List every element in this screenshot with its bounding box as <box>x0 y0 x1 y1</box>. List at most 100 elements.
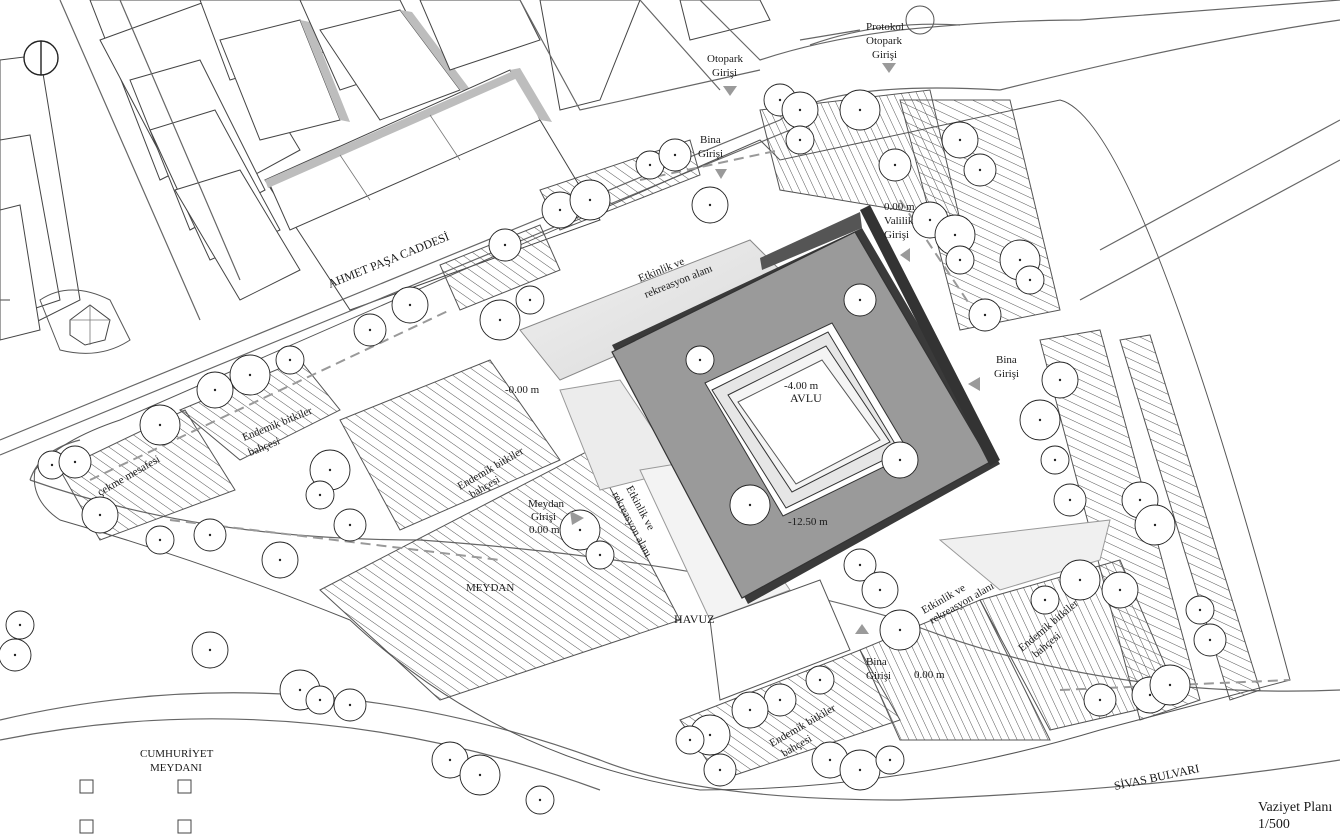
bina-right-label-1: Bina <box>996 354 1017 366</box>
arrow-valilik <box>900 248 910 262</box>
tree-center <box>673 153 677 157</box>
bina-top-label-2: Girişi <box>698 148 723 160</box>
square-entrance-3: 0.00 m <box>529 524 560 536</box>
tree-center <box>298 688 302 692</box>
trees <box>0 83 1227 815</box>
tree-center <box>1198 608 1202 612</box>
site-boundary <box>33 99 1291 791</box>
tree-center <box>1028 278 1032 282</box>
tree-center <box>688 738 692 742</box>
tree-center <box>18 623 22 627</box>
tree-center <box>798 108 802 112</box>
tree-center <box>708 733 712 737</box>
square-entrance-1: Meydan <box>528 498 565 510</box>
tree-center <box>953 233 957 237</box>
tree-center <box>348 703 352 707</box>
arrow-otopark <box>723 86 737 96</box>
tree-center <box>858 563 862 567</box>
entrance-arrows <box>570 63 980 634</box>
valilik-label-3: Girişi <box>884 229 909 241</box>
left-buildings <box>0 54 131 354</box>
square-label: MEYDAN <box>466 582 514 594</box>
tree-center <box>318 698 322 702</box>
tree-center <box>798 138 802 142</box>
tree-center <box>1153 523 1157 527</box>
tree-center <box>408 303 412 307</box>
tree-center <box>778 98 782 102</box>
tree-center <box>1058 378 1062 382</box>
tree-center <box>958 258 962 262</box>
tree-center <box>158 538 162 542</box>
protocol-label-2: Otopark <box>866 35 903 47</box>
tree-center <box>448 758 452 762</box>
tree-center <box>828 758 832 762</box>
arrow-protokol <box>882 63 896 73</box>
plan-scale: 1/500 <box>1258 817 1290 832</box>
tree-center <box>328 468 332 472</box>
tree-center <box>748 708 752 712</box>
tree-center <box>288 358 292 362</box>
tree-center <box>73 460 77 464</box>
bina-top-label-1: Bina <box>700 134 721 146</box>
tree-center <box>578 528 582 532</box>
tree-center <box>858 298 862 302</box>
tree-center <box>318 493 322 497</box>
plan-title: Vaziyet Planı <box>1258 800 1332 815</box>
north-arrow-icon <box>23 40 59 76</box>
arrow-bina-top <box>715 169 727 179</box>
tree-center <box>898 628 902 632</box>
square-left-label-1: CUMHURİYET <box>140 748 214 760</box>
tree-center <box>558 208 562 212</box>
pool-label: HAVUZ <box>674 612 714 626</box>
tree-center <box>478 773 482 777</box>
tree-center <box>1148 693 1152 697</box>
tree-center <box>928 218 932 222</box>
tree-center <box>158 423 162 427</box>
tree-center <box>778 698 782 702</box>
tree-center <box>1138 498 1142 502</box>
tree-center <box>858 768 862 772</box>
valilik-label-2: Valilik <box>884 215 914 227</box>
tree-center <box>208 533 212 537</box>
tree-center <box>888 758 892 762</box>
protocol-label-1: Protokol <box>866 21 904 33</box>
tree-center <box>208 648 212 652</box>
parking-label-1: Otopark <box>707 53 744 65</box>
tree-center <box>538 798 542 802</box>
tree-center <box>1053 458 1057 462</box>
tree-center <box>248 373 252 377</box>
level-left-label: -0.00 m <box>505 384 540 396</box>
lower-level-label: -12.50 m <box>788 516 828 528</box>
tree-center <box>1043 598 1047 602</box>
tree-center <box>588 198 592 202</box>
arrow-meydan <box>570 511 584 525</box>
parking-label-2: Girişi <box>712 67 737 79</box>
square-entrance-2: Girişi <box>531 511 556 523</box>
plaza-markers <box>79 779 192 834</box>
tree-center <box>13 653 17 657</box>
tree-center <box>893 163 897 167</box>
protocol-label-3: Girişi <box>872 49 897 61</box>
tree-center <box>1038 418 1042 422</box>
tree-center <box>978 168 982 172</box>
tree-center <box>503 243 507 247</box>
bina-right-label-2: Girişi <box>994 368 1019 380</box>
tree-center <box>818 678 822 682</box>
tree-center <box>1068 498 1072 502</box>
main-building <box>611 205 1000 604</box>
tree-center <box>498 318 502 322</box>
tree-center <box>748 503 752 507</box>
bina-bottom-label-2: Girişi <box>866 670 891 682</box>
tree-center <box>1078 578 1082 582</box>
tree-center <box>98 513 102 517</box>
tree-center <box>898 458 902 462</box>
level-bottom-label: 0.00 m <box>914 669 945 681</box>
valilik-label-1: 0.00 m <box>884 201 915 213</box>
street-bottom-label: SİVAS BULVARI <box>1113 761 1201 793</box>
tree-center <box>858 108 862 112</box>
tree-center <box>348 523 352 527</box>
avlu-label: AVLU <box>790 391 822 405</box>
tree-center <box>958 138 962 142</box>
tree-center <box>1118 588 1122 592</box>
